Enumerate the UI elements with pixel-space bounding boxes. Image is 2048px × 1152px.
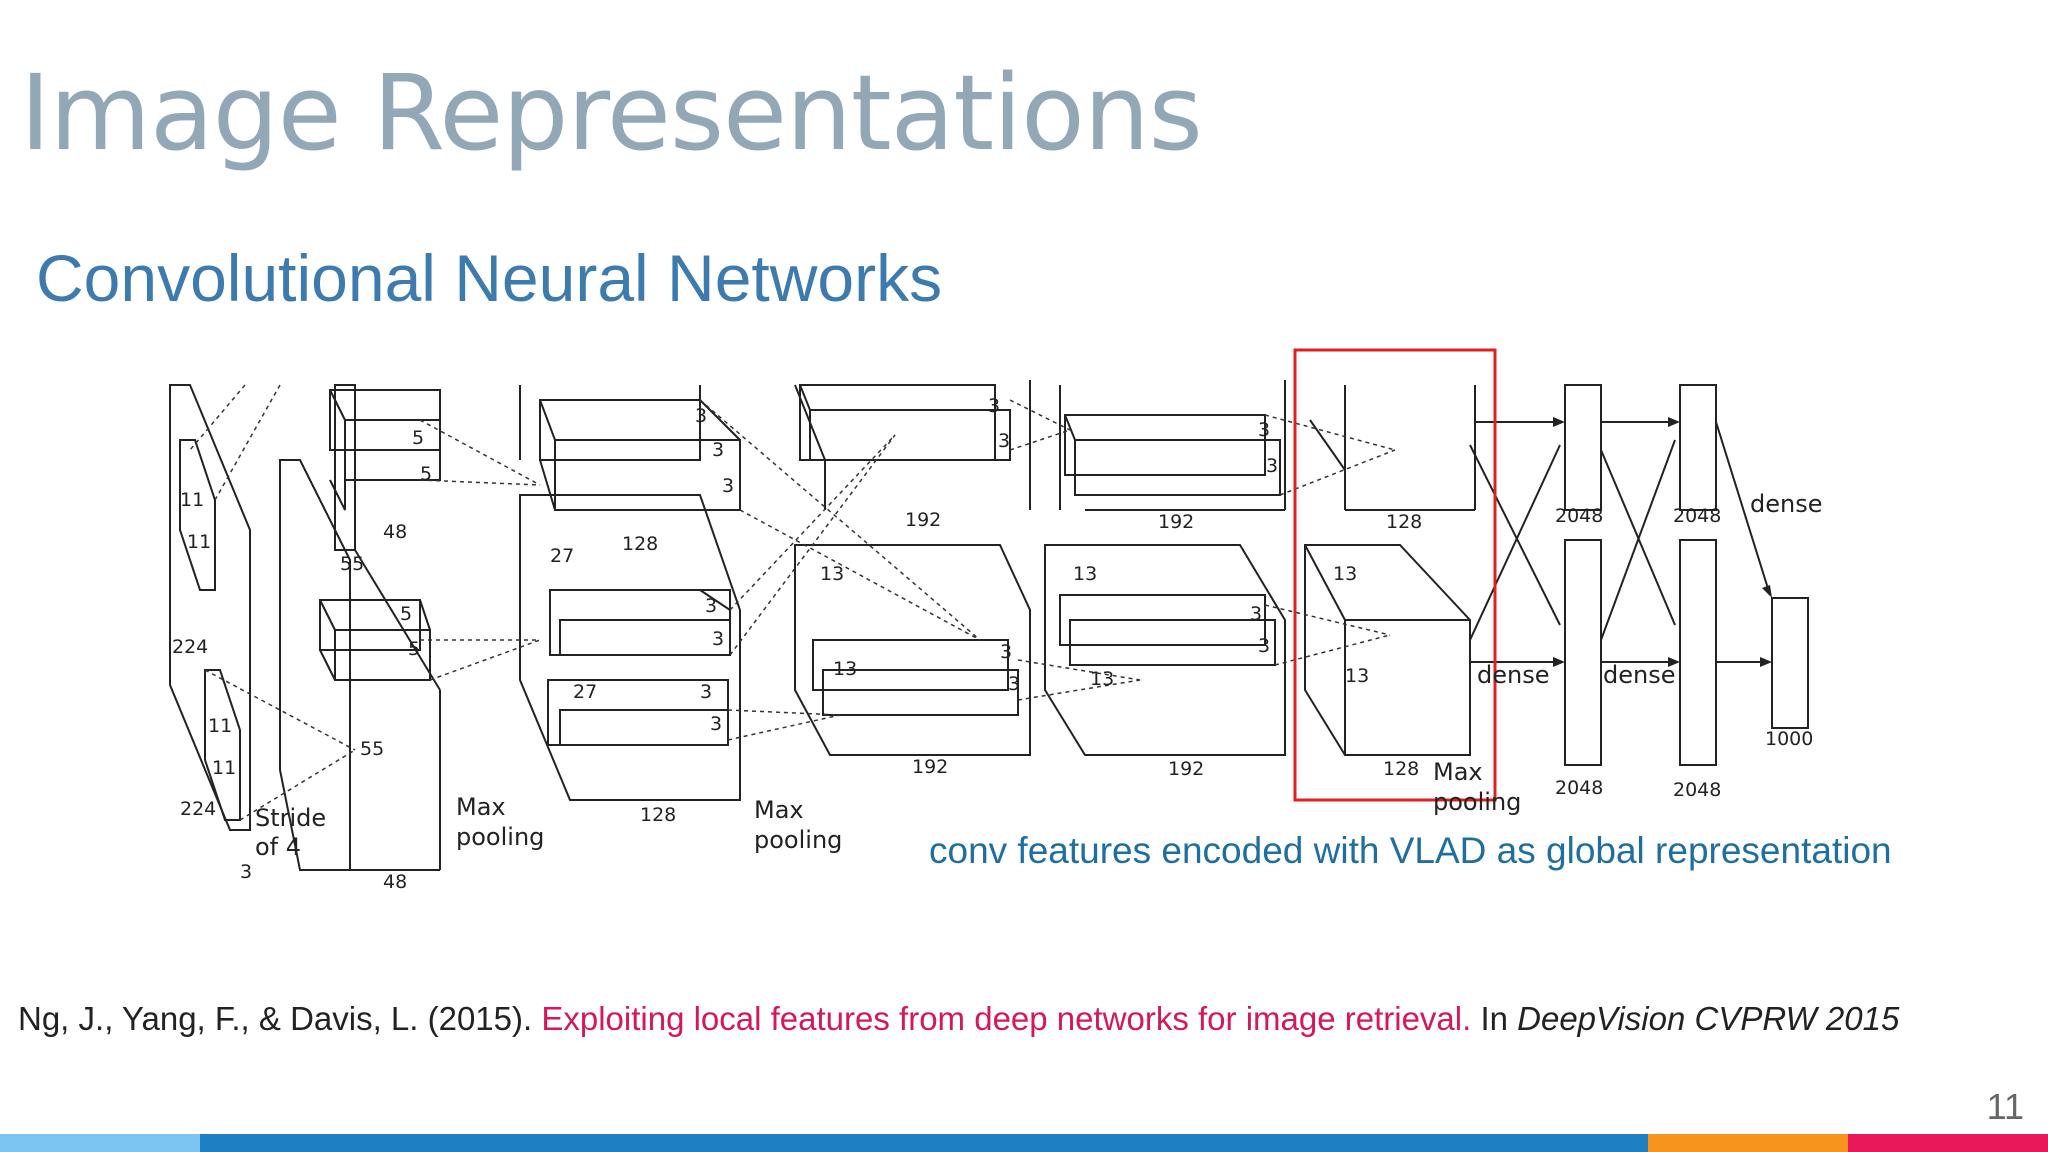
label-conv4-3d: 3 [1258, 635, 1270, 657]
label-conv1-48a: 48 [383, 521, 407, 543]
bar-segment-pink [1848, 1134, 2048, 1152]
label-conv1-5a: 5 [412, 427, 424, 449]
conv3-volume [794, 380, 1031, 756]
label-dense-3: dense [1750, 490, 1822, 518]
label-conv2-3g: 3 [710, 713, 722, 735]
label-k11d: 11 [212, 757, 236, 779]
label-fc7-2048a: 2048 [1673, 505, 1721, 527]
label-conv1-55b: 55 [360, 738, 384, 760]
label-conv2-3f: 3 [700, 681, 712, 703]
highlight-box [1293, 348, 1497, 802]
label-conv2-128b: 128 [640, 804, 676, 826]
label-fc-out: 1000 [1765, 728, 1813, 750]
label-conv5-128b: 128 [1383, 758, 1419, 780]
label-conv2-3c: 3 [722, 475, 734, 497]
label-input-224b: 224 [180, 798, 216, 820]
conv2-volume [519, 385, 741, 801]
label-conv4-3b: 3 [1266, 455, 1278, 477]
citation-venue: DeepVision CVPRW 2015 [1517, 1000, 1900, 1037]
bar-segment-orange [1648, 1134, 1848, 1152]
citation-authors: Ng, J., Yang, F., & Davis, L. (2015). [18, 1000, 542, 1037]
label-conv3-3b: 3 [998, 430, 1010, 452]
label-dense-2: dense [1603, 661, 1675, 689]
label-conv2-3e: 3 [712, 628, 724, 650]
label-conv2-3d: 3 [705, 595, 717, 617]
label-conv1-55a: 55 [340, 553, 364, 575]
label-input-224a: 224 [172, 636, 208, 658]
label-pool2-a: Max [754, 796, 804, 824]
citation-in: In [1471, 1000, 1518, 1037]
label-conv2-27a: 27 [550, 545, 574, 567]
label-conv3-3a: 3 [988, 395, 1000, 417]
conv4-volume [1044, 380, 1286, 756]
label-conv3-13a: 13 [820, 563, 844, 585]
label-k11c: 11 [208, 715, 232, 737]
label-fc6-2048a: 2048 [1555, 505, 1603, 527]
slide-title: Image Representations [20, 52, 1203, 174]
label-conv5-128a: 128 [1386, 511, 1422, 533]
label-conv1-5d: 5 [408, 638, 420, 660]
label-conv4-3c: 3 [1250, 603, 1262, 625]
label-conv3-13b: 13 [833, 658, 857, 680]
label-conv2-27b: 27 [573, 681, 597, 703]
label-conv2-3b: 3 [712, 439, 724, 461]
label-pool1-b: pooling [456, 823, 544, 851]
conv1-volume [279, 384, 441, 871]
label-k11b: 11 [187, 531, 211, 553]
diagram-caption: conv features encoded with VLAD as globa… [929, 830, 1892, 871]
label-conv2-3a: 3 [695, 405, 707, 427]
label-fc6-2048b: 2048 [1555, 777, 1603, 799]
cnn-architecture-diagram: 224 224 3 11 11 11 11 Stride of 4 55 55 … [169, 348, 1822, 893]
page-number: 11 [1986, 1086, 2024, 1127]
input-volume [169, 384, 251, 831]
label-pool2-b: pooling [754, 826, 842, 854]
citation-paper-title[interactable]: Exploiting local features from deep netw… [541, 1000, 1472, 1037]
label-conv3-192a: 192 [905, 509, 941, 531]
bottom-color-bar [0, 1134, 2048, 1152]
label-conv1-5c: 5 [400, 603, 412, 625]
label-pool3-b: pooling [1433, 788, 1521, 816]
label-conv5-13b: 13 [1345, 665, 1369, 687]
label-fc7-2048b: 2048 [1673, 779, 1721, 801]
citation: Ng, J., Yang, F., & Davis, L. (2015). Ex… [18, 1000, 1899, 1038]
label-conv3-3c: 3 [1000, 641, 1012, 663]
bar-segment-blue [200, 1134, 1648, 1152]
label-stride: Stride [255, 804, 326, 832]
conv5-volume [1304, 385, 1476, 756]
bar-segment-light-blue [0, 1134, 200, 1152]
label-pool1-a: Max [456, 793, 506, 821]
label-conv4-192b: 192 [1168, 758, 1204, 780]
slide-subtitle: Convolutional Neural Networks [36, 241, 943, 315]
label-conv4-3a: 3 [1258, 419, 1270, 441]
label-k11a: 11 [180, 489, 204, 511]
label-conv4-13b: 13 [1090, 668, 1114, 690]
label-dense-1: dense [1477, 661, 1549, 689]
label-conv1-48b: 48 [383, 871, 407, 893]
label-input-3: 3 [240, 861, 252, 883]
fc-layers [1564, 384, 1809, 766]
label-conv4-13a: 13 [1073, 563, 1097, 585]
label-conv4-192a: 192 [1158, 511, 1194, 533]
label-conv5-13a: 13 [1333, 563, 1357, 585]
label-conv3-192b: 192 [912, 756, 948, 778]
label-stride-val: of 4 [255, 833, 301, 861]
label-conv2-128a: 128 [622, 533, 658, 555]
label-conv3-3d: 3 [1008, 673, 1020, 695]
label-conv1-5b: 5 [420, 463, 432, 485]
label-pool3-a: Max [1433, 758, 1483, 786]
